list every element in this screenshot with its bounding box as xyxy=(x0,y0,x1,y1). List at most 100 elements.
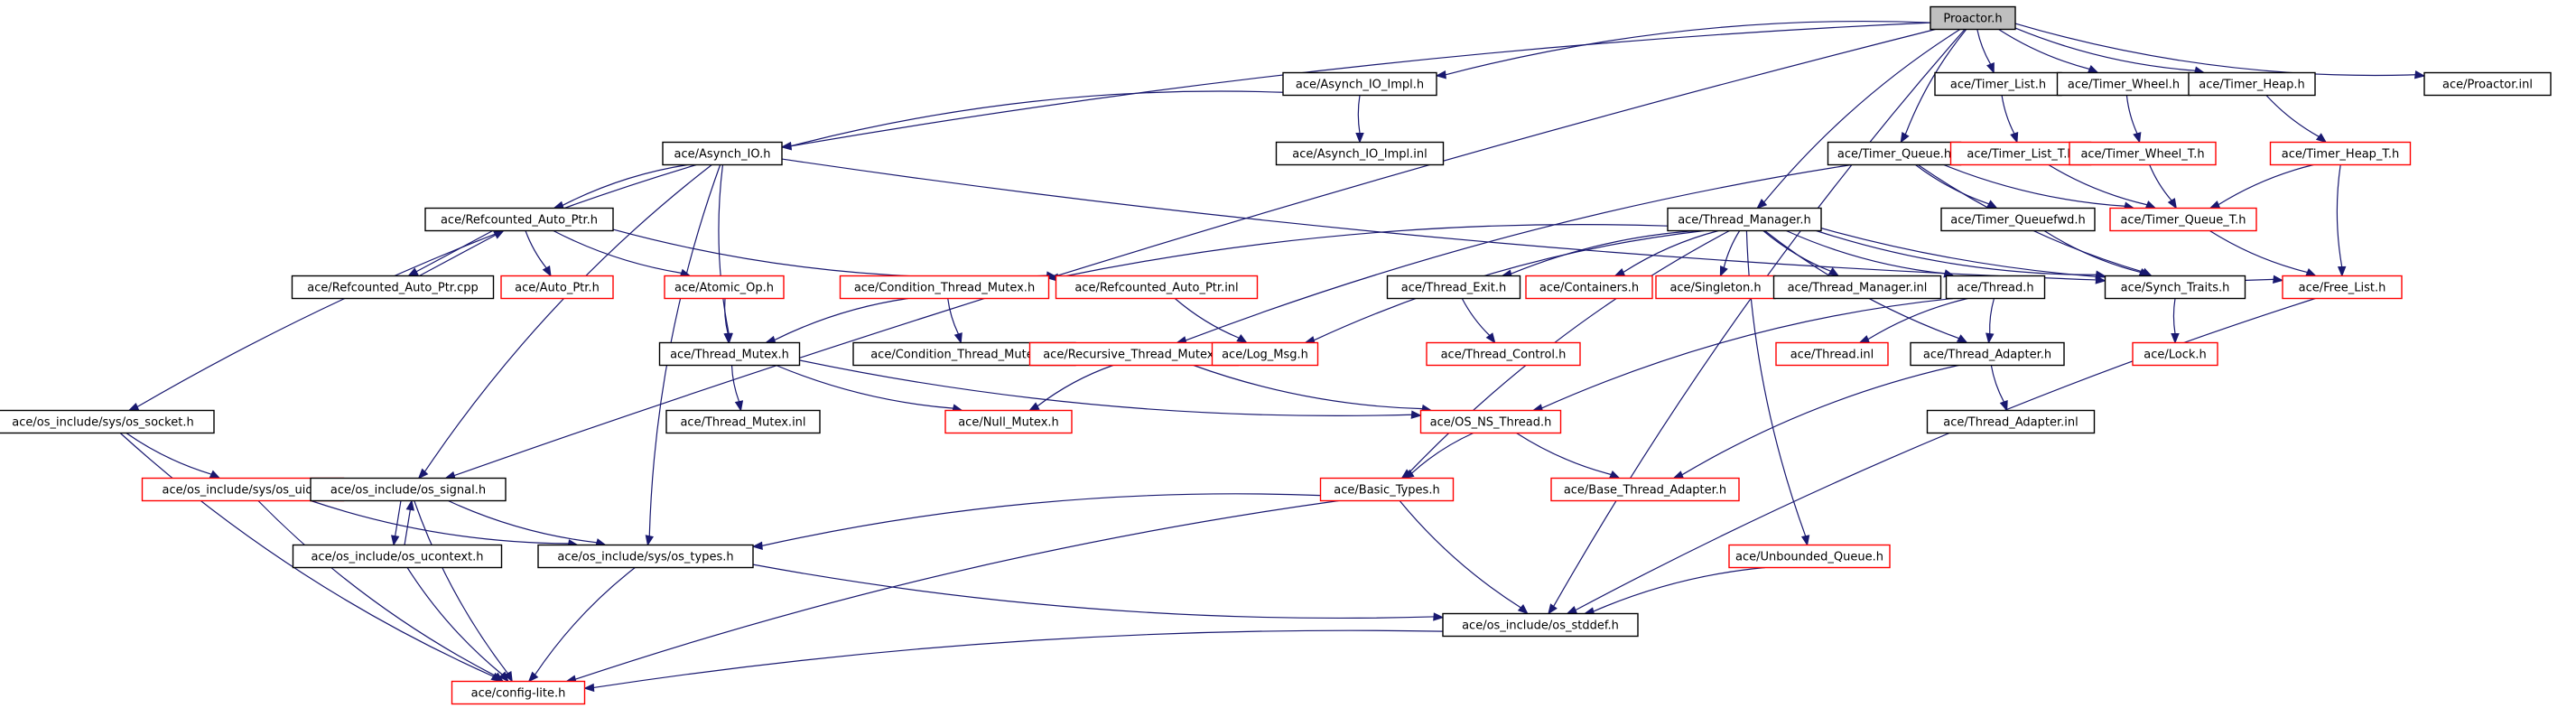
node-base-thread-adapter[interactable]: ace/Base_Thread_Adapter.h xyxy=(1550,477,1740,502)
edge-refcounted_auto_ptr_inl-to-log_msg xyxy=(1174,298,1248,344)
node-timer-queue-t[interactable]: ace/Timer_Queue_T.h xyxy=(2109,207,2257,232)
node-timer-queue[interactable]: ace/Timer_Queue.h xyxy=(1827,141,1962,166)
node-proactor[interactable]: Proactor.h xyxy=(1930,5,2016,31)
edge-line xyxy=(790,90,1284,147)
node-label: ace/Log_Msg.h xyxy=(1222,349,1308,362)
edge-free_list-to-os_stddef xyxy=(1566,297,2316,615)
node-refcounted-auto-ptr[interactable]: ace/Refcounted_Auto_Ptr.h xyxy=(424,207,614,232)
edge-line xyxy=(1943,163,2125,207)
node-label: ace/Asynch_IO_Impl.inl xyxy=(1292,148,1427,162)
node-config-lite[interactable]: ace/config-lite.h xyxy=(451,680,586,705)
node-thread-manager[interactable]: ace/Thread_Manager.h xyxy=(1667,207,1822,232)
node-os-stddef[interactable]: ace/os_include/os_stddef.h xyxy=(1442,612,1639,638)
edge-line xyxy=(776,364,953,409)
node-box xyxy=(2132,341,2218,367)
node-os-signal[interactable]: ace/os_include/os_signal.h xyxy=(310,477,507,502)
node-auto-ptr[interactable]: ace/Auto_Ptr.h xyxy=(500,275,614,300)
edge-line xyxy=(2048,163,2148,206)
node-timer-wheel-t[interactable]: ace/Timer_Wheel_T.h xyxy=(2069,141,2217,166)
node-unbounded-queue[interactable]: ace/Unbounded_Queue.h xyxy=(1728,544,1891,569)
node-refcounted-auto-ptr-cpp[interactable]: ace/Refcounted_Auto_Ptr.cpp xyxy=(291,275,495,300)
node-synch-traits[interactable]: ace/Synch_Traits.h xyxy=(2104,275,2246,300)
edge-proactor-to-timer_list xyxy=(1976,29,1995,74)
node-thread-mutex[interactable]: ace/Thread_Mutex.h xyxy=(658,341,801,367)
node-timer-wheel[interactable]: ace/Timer_Wheel.h xyxy=(2056,71,2191,97)
arrowhead-icon xyxy=(417,468,429,480)
edge-line xyxy=(406,567,503,675)
node-label: ace/Auto_Ptr.h xyxy=(515,282,600,295)
node-atomic-op[interactable]: ace/Atomic_Op.h xyxy=(664,275,785,300)
node-recursive-thread-mutex[interactable]: ace/Recursive_Thread_Mutex.h xyxy=(1028,341,1240,367)
node-label: ace/Refcounted_Auto_Ptr.h xyxy=(441,214,598,228)
edge-asynch_io_impl-to-asynch_io_impl_inl xyxy=(1355,95,1364,144)
node-label: ace/Null_Mutex.h xyxy=(958,416,1059,430)
node-refcounted-auto-ptr-inl[interactable]: ace/Refcounted_Auto_Ptr.inl xyxy=(1055,275,1259,300)
node-box xyxy=(1442,612,1639,638)
edge-condition_thread_mutex-to-condition_thread_mutex_inl xyxy=(947,298,963,344)
node-box xyxy=(500,275,614,300)
edge-os_ns_thread-to-base_thread_adapter xyxy=(1516,432,1621,480)
node-thread-adapter-inl[interactable]: ace/Thread_Adapter.inl xyxy=(1926,409,2096,434)
node-thread-control[interactable]: ace/Thread_Control.h xyxy=(1426,341,1581,367)
arrowhead-icon xyxy=(2337,266,2347,277)
node-basic-types[interactable]: ace/Basic_Types.h xyxy=(1319,477,1455,502)
node-timer-heap-t[interactable]: ace/Timer_Heap_T.h xyxy=(2269,141,2412,166)
edge-line xyxy=(2218,163,2314,206)
arrowhead-icon xyxy=(391,535,400,546)
node-thread-adapter[interactable]: ace/Thread_Adapter.h xyxy=(1910,341,2065,367)
node-box xyxy=(537,544,754,569)
node-null-mutex[interactable]: ace/Null_Mutex.h xyxy=(944,409,1073,434)
node-box xyxy=(665,409,821,434)
edge-line xyxy=(1723,230,1741,268)
node-timer-list[interactable]: ace/Timer_List.h xyxy=(1934,71,2062,97)
arrowhead-icon xyxy=(1403,469,1415,480)
edge-line xyxy=(1990,365,2004,403)
arrowhead-icon xyxy=(1858,335,1871,344)
edge-basic_types-to-os_types xyxy=(751,493,1321,551)
node-os-ns-thread[interactable]: ace/OS_NS_Thread.h xyxy=(1419,409,1562,434)
node-asynch-io-impl-inl[interactable]: ace/Asynch_IO_Impl.inl xyxy=(1275,141,1445,166)
node-os-types[interactable]: ace/os_include/sys/os_types.h xyxy=(537,544,754,569)
edge-proactor-to-timer_heap xyxy=(2014,27,2206,75)
node-free-list[interactable]: ace/Free_List.h xyxy=(2282,275,2403,300)
edge-line xyxy=(1174,298,1240,339)
node-thread-mutex-inl[interactable]: ace/Thread_Mutex.inl xyxy=(665,409,821,434)
edge-line xyxy=(1593,566,1766,612)
node-box xyxy=(658,341,801,367)
node-lock[interactable]: ace/Lock.h xyxy=(2132,341,2218,367)
node-singleton[interactable]: ace/Singleton.h xyxy=(1655,275,1776,300)
node-asynch-io[interactable]: ace/Asynch_IO.h xyxy=(662,141,783,166)
edge-line xyxy=(1409,229,1730,473)
arrowhead-icon xyxy=(1548,603,1558,615)
edge-line xyxy=(774,297,908,341)
node-condition-thread-mutex[interactable]: ace/Condition_Thread_Mutex.h xyxy=(839,275,1050,300)
node-timer-heap[interactable]: ace/Timer_Heap.h xyxy=(2188,71,2316,97)
arrowhead-icon xyxy=(1756,199,1768,210)
edge-thread_manager-to-unbounded_queue xyxy=(1745,230,1810,546)
node-label: ace/Singleton.h xyxy=(1669,282,1761,295)
edge-line xyxy=(1575,297,2316,611)
arrowhead-icon xyxy=(1435,70,1446,79)
node-box xyxy=(1945,275,2046,300)
edge-condition_thread_mutex-to-thread_mutex xyxy=(764,297,908,344)
arrowhead-icon xyxy=(1672,470,1685,480)
node-containers[interactable]: ace/Containers.h xyxy=(1525,275,1653,300)
arrowhead-icon xyxy=(953,332,963,344)
arrowhead-icon xyxy=(1956,334,1968,344)
node-os-socket[interactable]: ace/os_include/sys/os_socket.h xyxy=(0,409,215,434)
node-os-ucontext[interactable]: ace/os_include/os_ucontext.h xyxy=(292,544,503,569)
node-proactor-inl[interactable]: ace/Proactor.inl xyxy=(2423,71,2552,97)
node-label: ace/Timer_List.h xyxy=(1950,79,2046,92)
node-box xyxy=(1055,275,1259,300)
node-asynch-io-impl[interactable]: ace/Asynch_IO_Impl.h xyxy=(1282,71,1437,97)
node-thread-exit[interactable]: ace/Thread_Exit.h xyxy=(1386,275,1521,300)
node-timer-queuefwd[interactable]: ace/Timer_Queuefwd.h xyxy=(1940,207,2096,232)
node-box xyxy=(2423,71,2552,97)
node-thread-inl[interactable]: ace/Thread.inl xyxy=(1775,341,1889,367)
edge-timer_wheel-to-timer_wheel_t xyxy=(2125,95,2142,144)
node-thread[interactable]: ace/Thread.h xyxy=(1945,275,2046,300)
node-thread-manager-inl[interactable]: ace/Thread_Manager.inl xyxy=(1772,275,1942,300)
node-log-msg[interactable]: ace/Log_Msg.h xyxy=(1211,341,1319,367)
edge-line xyxy=(395,500,402,536)
node-label: ace/Timer_List_T.h xyxy=(1967,148,2074,162)
